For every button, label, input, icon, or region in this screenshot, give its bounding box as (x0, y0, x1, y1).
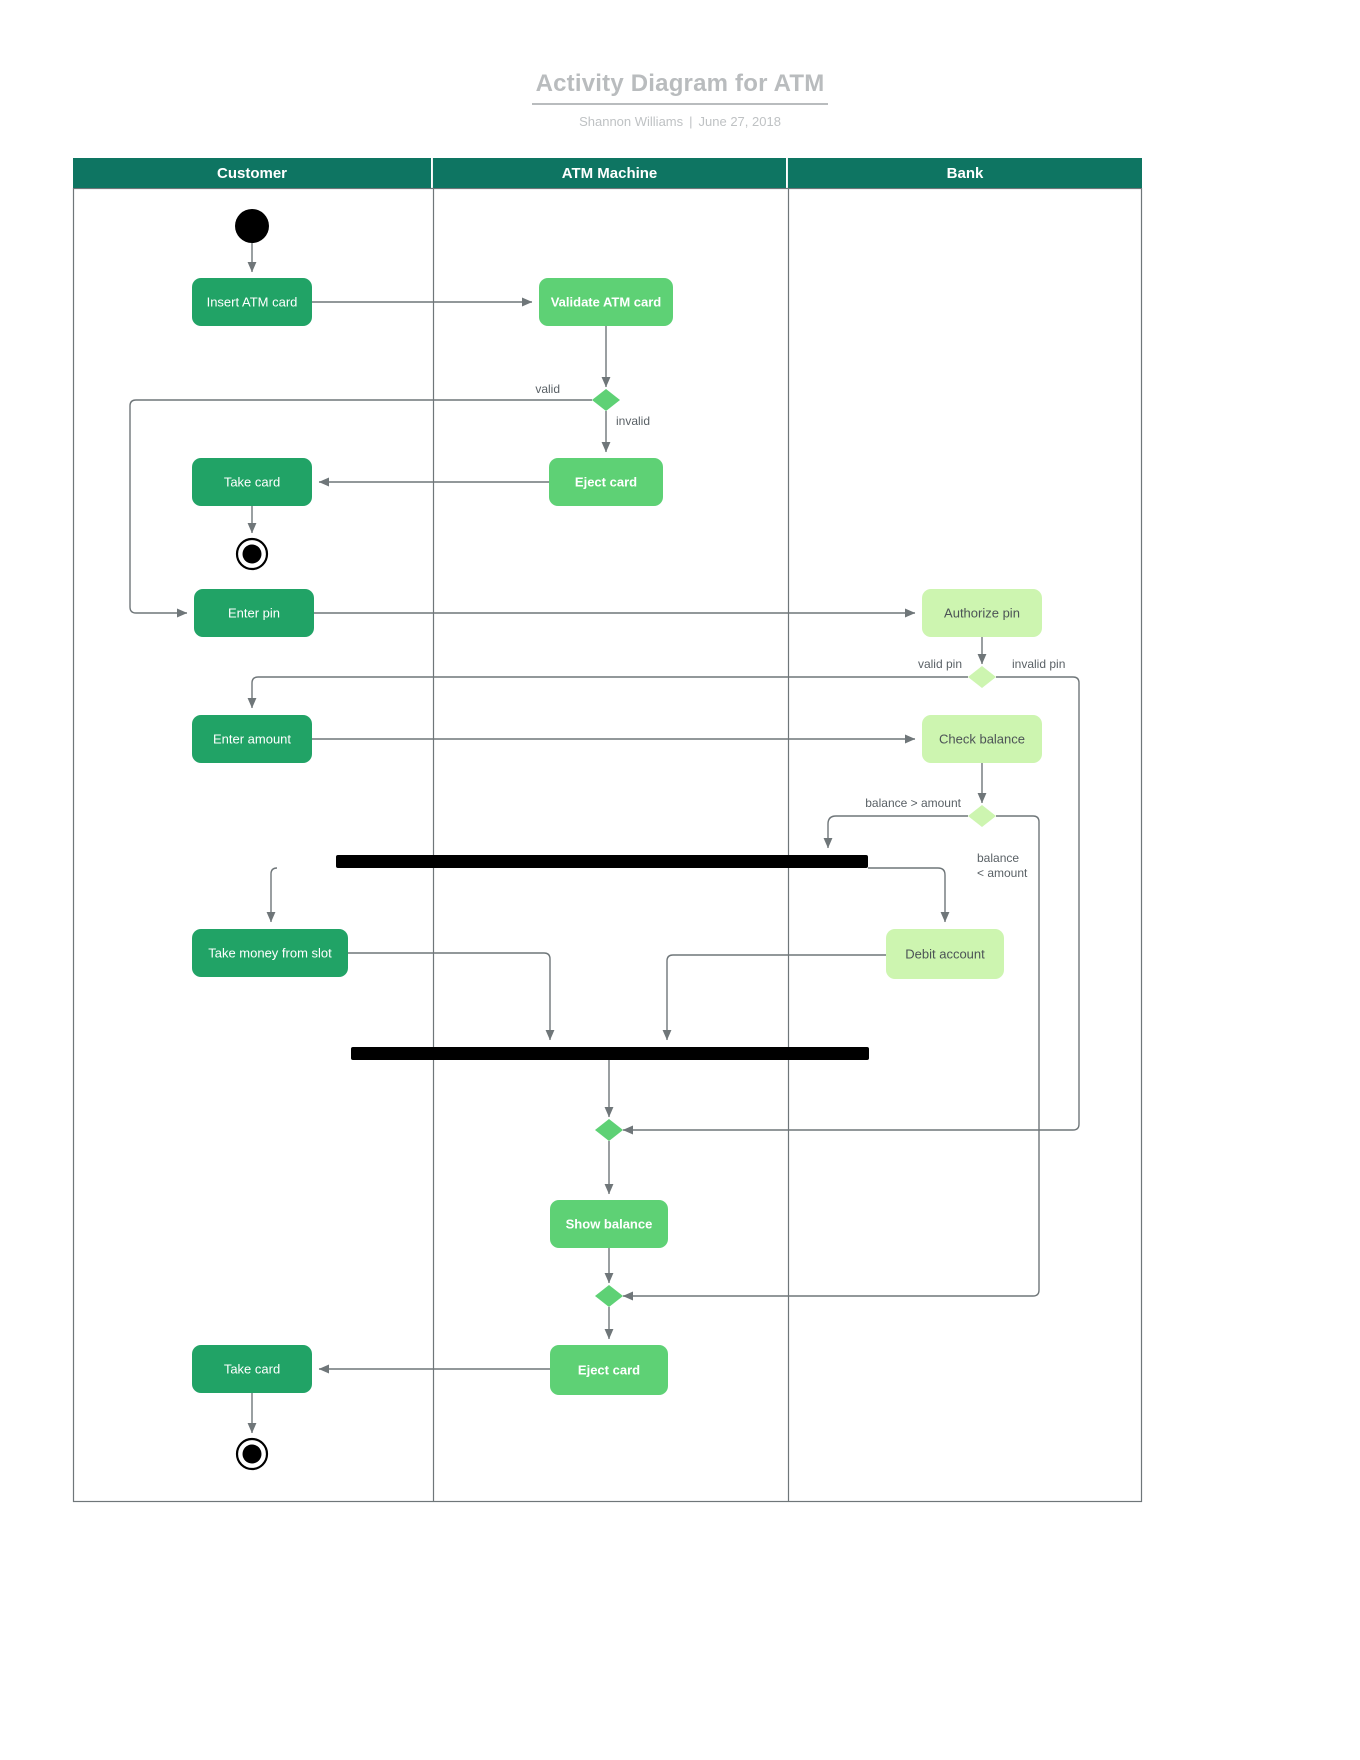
flow-edge-balancelt-debit (622, 815, 1040, 1301)
activity-node-take-money-from-slot[interactable] (192, 929, 348, 977)
activity-label-eject-card-1: Eject card (575, 475, 637, 490)
activity-node-eject-card-1[interactable] (549, 458, 663, 506)
document-date: June 27, 2018 (698, 114, 781, 129)
author-name: Shannon Williams (579, 114, 684, 129)
activity-node-authorize-pin[interactable] (922, 589, 1042, 637)
edge-label-invalid: invalid (616, 414, 650, 428)
swimlane-frame-outline (72, 187, 1143, 1503)
activity-label-validate-atm-card: Validate ATM card (551, 295, 662, 310)
lane-header-bg-atm (433, 158, 786, 188)
decision-node-decision-pin[interactable] (968, 666, 996, 688)
activity-node-take-card-2[interactable] (192, 1345, 312, 1393)
flow-edges (129, 243, 1080, 1434)
edge-label-balance-lt-2: < amount (977, 866, 1028, 880)
activity-node-take-card-1[interactable] (192, 458, 312, 506)
edge-label-balance-lt-1: balance (977, 851, 1019, 865)
activity-label-show-balance: Show balance (566, 1217, 653, 1232)
activity-node-debit-account[interactable] (886, 929, 1004, 979)
lane-header-bg-bank (788, 158, 1142, 188)
activity-label-debit-account: Debit account (905, 947, 985, 962)
subtitle-separator: | (689, 114, 693, 129)
activity-node-validate-atm-card[interactable] (539, 278, 673, 326)
lane-header-label-atm: ATM Machine (562, 165, 658, 182)
swimlane-frame (72, 158, 1143, 1503)
edge-label-valid: valid (535, 382, 560, 396)
join-bar-join-bar (351, 1047, 869, 1060)
edge-labels: valid invalid valid pin invalid pin balance … (535, 382, 1065, 880)
activity-label-insert-atm-card: Insert ATM card (207, 295, 298, 310)
lane-header-bg-customer (73, 158, 431, 188)
flow-edge-balancegt-fork (823, 815, 968, 849)
decision-node-merge-2[interactable] (595, 1285, 623, 1307)
final-node-core-final-1 (242, 544, 262, 564)
flow-edge-fork-debit (868, 867, 950, 923)
initial-node-start (235, 209, 269, 243)
lane-header-label-customer: Customer (217, 165, 287, 182)
flow-edge-invalidpin-merge1 (622, 676, 1080, 1135)
activity-node-insert-atm-card[interactable] (192, 278, 312, 326)
flow-edge-valid-enterpin (129, 399, 592, 618)
activity-label-take-money-from-slot: Take money from slot (208, 946, 332, 961)
title-block: Activity Diagram for ATM Shannon William… (0, 70, 1360, 129)
activity-label-eject-card-2: Eject card (578, 1363, 640, 1378)
swimlane-headers: Customer ATM Machine Bank (73, 158, 1142, 188)
flow-edge-debit-join (662, 954, 886, 1041)
edge-label-balance-gt: balance > amount (865, 796, 961, 810)
decision-node-merge-1[interactable] (595, 1119, 623, 1141)
page-title: Activity Diagram for ATM (531, 70, 829, 105)
fork-bar-fork-bar (336, 855, 868, 868)
decision-node-decision-balance[interactable] (968, 805, 996, 827)
flow-edge-fork-takemoney (266, 867, 278, 923)
activity-label-take-card-1: Take card (224, 475, 280, 490)
page-subtitle: Shannon Williams | June 27, 2018 (0, 114, 1360, 129)
activity-node-enter-pin[interactable] (194, 589, 314, 637)
activity-label-take-card-2: Take card (224, 1362, 280, 1377)
activity-label-authorize-pin: Authorize pin (944, 606, 1020, 621)
activity-node-show-balance[interactable] (550, 1200, 668, 1248)
activity-label-enter-amount: Enter amount (213, 732, 291, 747)
final-node-core-final-2 (242, 1444, 262, 1464)
lane-header-label-bank: Bank (947, 165, 984, 182)
activity-node-enter-amount[interactable] (192, 715, 312, 763)
activity-node-check-balance[interactable] (922, 715, 1042, 763)
edge-label-valid-pin: valid pin (918, 657, 962, 671)
activity-label-check-balance: Check balance (939, 732, 1025, 747)
decision-node-decision-card-valid[interactable] (592, 389, 620, 411)
flow-edge-validpin-enteramount (247, 676, 968, 709)
flow-edge-takemoney-join (348, 952, 555, 1041)
activity-node-eject-card-2[interactable] (550, 1345, 668, 1395)
edge-label-invalid-pin: invalid pin (1012, 657, 1065, 671)
activity-label-enter-pin: Enter pin (228, 606, 280, 621)
